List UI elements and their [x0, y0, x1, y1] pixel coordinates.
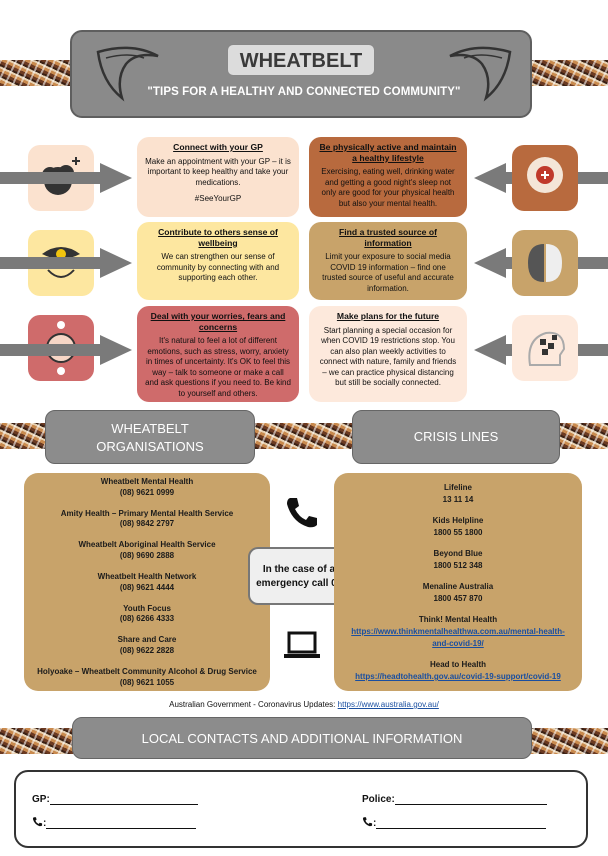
- police-phone-field[interactable]: :: [362, 816, 547, 829]
- tip-title: Deal with your worries, fears and concer…: [150, 311, 286, 332]
- gp-field[interactable]: GP:: [32, 794, 198, 805]
- organisations-heading: WHEATBELT ORGANISATIONS: [45, 410, 255, 464]
- gov-update-line: Australian Government - Coronavirus Upda…: [169, 700, 439, 709]
- police-field[interactable]: Police:: [362, 794, 547, 805]
- heart-head-icon: [512, 145, 578, 211]
- laptop-icon: [284, 631, 320, 658]
- tip-body: We can strengthen our sense of community…: [156, 252, 280, 282]
- boomerang-icon: [96, 46, 159, 102]
- tip-card-information: Find a trusted source of information Lim…: [309, 222, 467, 300]
- tagline: "TIPS FOR A HEALTHY AND CONNECTED COMMUN…: [147, 86, 461, 98]
- contacts-form: GP: : Police: :: [14, 770, 588, 848]
- tip-card-wellbeing: Contribute to others sense of wellbeing …: [137, 222, 299, 300]
- arrow-right-icon: [0, 248, 132, 278]
- tip-body: Limit your exposure to social media COVI…: [322, 252, 454, 293]
- gov-update-link[interactable]: https://www.australia.gov.au/: [337, 700, 439, 709]
- local-contacts-heading: LOCAL CONTACTS AND ADDITIONAL INFORMATIO…: [72, 717, 532, 759]
- puzzle-head-icon: [512, 315, 578, 381]
- tip-body: Make an appointment with your GP – it is…: [145, 156, 291, 187]
- tip-title: Find a trusted source of information: [339, 227, 437, 248]
- arrow-right-icon: [0, 335, 132, 365]
- list-item: Wheatbelt Mental Health(08) 9621 0999: [100, 477, 194, 497]
- arrow-right-icon: [0, 163, 132, 193]
- think-mental-health-link[interactable]: https://www.thinkmentalhealthwa.com.au/m…: [351, 627, 565, 648]
- tip-title: Connect with your GP: [173, 142, 263, 152]
- tip-body: It's natural to feel a lot of different …: [145, 336, 291, 398]
- tip-card-plans: Make plans for the future Start planning…: [309, 306, 467, 402]
- phone-icon: [287, 498, 317, 528]
- brain-halves-icon: [512, 230, 578, 296]
- tip-title: Contribute to others sense of wellbeing: [158, 227, 278, 248]
- list-item: Amity Health – Primary Mental Health Ser…: [60, 508, 234, 529]
- phone-icon: [362, 817, 373, 827]
- organisations-list: Wheatbelt Mental Health(08) 9621 0999 Am…: [24, 473, 270, 691]
- boomerang-icon: [449, 46, 512, 102]
- gp-phone-field[interactable]: :: [32, 816, 197, 829]
- tip-card-active: Be physically active and maintain a heal…: [309, 137, 467, 217]
- list-item: Youth Focus(08) 6266 4333: [119, 603, 175, 624]
- list-item: Holyoake – Wheatbelt Community Alcohol &…: [37, 667, 257, 687]
- tip-body: Exercising, eating well, drinking water …: [321, 167, 455, 208]
- tip-body: Start planning a special occasion for wh…: [319, 325, 457, 388]
- crisis-lines-heading: CRISIS LINES: [352, 410, 560, 464]
- tip-card-worries: Deal with your worries, fears and concer…: [137, 306, 299, 402]
- tip-title: Make plans for the future: [336, 311, 440, 321]
- tip-title: Be physically active and maintain a heal…: [319, 142, 457, 163]
- list-item: Share and Care(08) 9622 2828: [117, 635, 177, 656]
- tip-hashtag: #SeeYourGP: [194, 194, 242, 203]
- phone-icon: [32, 817, 43, 827]
- list-item: Wheatbelt Health Network(08) 9621 4444: [97, 572, 197, 592]
- page-title: WHEATBELT: [227, 44, 375, 76]
- list-item: Wheatbelt Aboriginal Health Service(08) …: [78, 540, 216, 560]
- tip-card-gp: Connect with your GP Make an appointment…: [137, 137, 299, 217]
- head-to-health-link[interactable]: https://headtohealth.gov.au/covid-19-sup…: [355, 672, 561, 681]
